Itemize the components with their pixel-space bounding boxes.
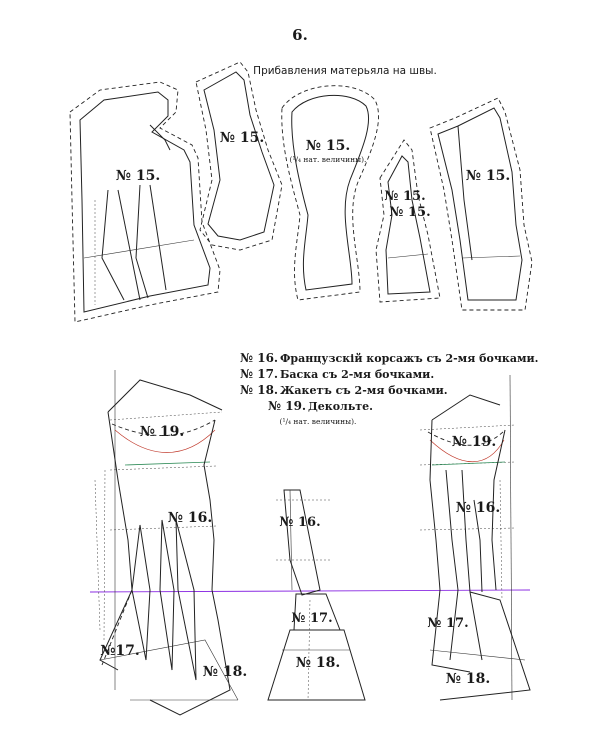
lower-left-draft: № 19. № 16. №17. № 18. (94, 370, 247, 716)
top-piece-2-label: № 15. (220, 130, 264, 146)
top-piece-narrow-side: № 15. № 15. (375, 139, 441, 303)
lower-middle-label-17: № 17. (291, 611, 332, 626)
lower-middle-draft: № 16. № 17. № 18. (267, 489, 366, 701)
legend-num-16: № 16. (240, 351, 278, 365)
lower-right-label-18: № 18. (446, 671, 490, 687)
legend-text-19: Декольте. (308, 400, 373, 413)
top-piece-3-scale-note: (¹/₄ нат. величины). (290, 155, 367, 164)
legend-text-16: Французскій корсажъ съ 2-мя бочками. (280, 352, 539, 365)
waist-construction-line (89, 589, 531, 593)
top-piece-4-label-lower: № 15. (389, 205, 430, 220)
page-number: 6. (292, 26, 308, 44)
lower-left-label-19: № 19. (140, 424, 184, 440)
legend-num-18: № 18. (240, 383, 278, 397)
top-piece-1-label: № 15. (116, 168, 160, 184)
legend-text-18: Жакетъ съ 2-мя бочками. (280, 384, 448, 397)
legend-scale-note: (¹/₄ нат. величины). (280, 417, 357, 426)
top-piece-sleeve: № 15. (¹/₄ нат. величины). (281, 85, 379, 301)
lower-left-label-17: №17. (100, 643, 140, 659)
legend-num-19: № 19. (268, 399, 306, 413)
top-piece-back: № 15. (429, 97, 533, 311)
lower-right-label-16: № 16. (456, 500, 500, 516)
lower-right-draft: № 19. № 16. № 17. № 18. (419, 374, 531, 701)
lower-right-label-17: № 17. (427, 616, 468, 631)
top-piece-5-label: № 15. (466, 168, 510, 184)
top-piece-4-label-upper: № 15. (384, 189, 425, 204)
lower-middle-label-18: № 18. (296, 655, 340, 671)
legend-text-17: Баска съ 2-мя бочками. (280, 368, 434, 381)
lower-left-label-18: № 18. (203, 664, 247, 680)
legend-num-17: № 17. (240, 367, 278, 381)
legend: № 16. Французскій корсажъ съ 2-мя бочкам… (240, 351, 539, 426)
top-piece-3-label: № 15. (306, 138, 350, 154)
lower-left-label-16: № 16. (168, 510, 212, 526)
lower-middle-label-16: № 16. (279, 515, 320, 530)
top-piece-front-bodice: № 15. (69, 81, 221, 323)
top-piece-side-panel: № 15. (195, 61, 283, 251)
lower-right-label-19: № 19. (452, 434, 496, 450)
sheet-subtitle: Прибавления матерьяла на швы. (253, 65, 437, 77)
